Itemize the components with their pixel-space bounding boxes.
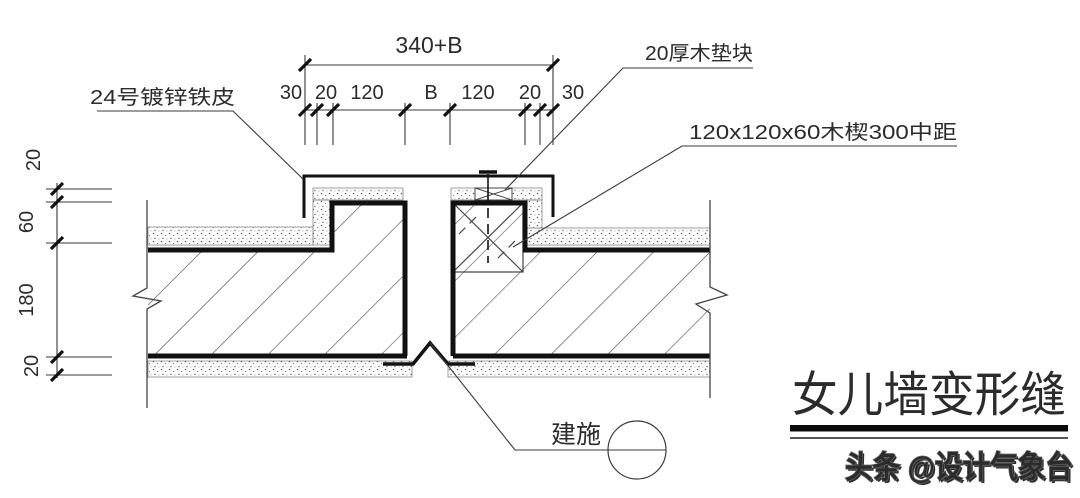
callout-galvanized-sheet: 24号镀锌铁皮 <box>90 86 304 180</box>
detail-reference-bubble: 建施 <box>429 342 667 480</box>
dim-seg-0: 30 <box>280 82 302 104</box>
screed-band-left <box>147 226 314 246</box>
wedge-dash-a <box>497 238 518 259</box>
plaster-band-bottom-right <box>447 360 711 378</box>
watermark: 头条 @设计气象台 <box>845 450 1073 485</box>
dim-left-2: 180 <box>16 283 38 316</box>
leader-detail-reference <box>429 342 666 451</box>
leader-galvanized-sheet <box>97 110 304 180</box>
break-line-left <box>131 200 163 408</box>
outline-left-wall <box>148 200 408 356</box>
wedge-cross-b <box>452 202 524 273</box>
detail-bubble-circle <box>607 420 667 480</box>
title-rule-thin <box>790 437 1068 439</box>
screed-patch-right-a <box>450 187 476 201</box>
roof-slab-left <box>148 203 405 356</box>
concrete-section-hatch <box>148 203 710 356</box>
concrete-outlines <box>148 200 710 359</box>
callout-wood-wedge: 120x120x60木楔300中距 <box>512 121 957 248</box>
dim-seg-6: 30 <box>562 82 584 104</box>
callout-wood-wedge-label: 120x120x60木楔300中距 <box>689 121 957 144</box>
dim-left-3: 20 <box>21 355 43 377</box>
screed-band-right <box>524 227 711 246</box>
screed-layers <box>147 187 711 378</box>
title-rule-thick <box>790 425 1068 432</box>
screed-cap-left <box>312 187 404 201</box>
callout-wood-block-label: 20厚木垫块 <box>645 42 753 65</box>
top-dimension-chain: 340+B 30 20 120 B 120 20 30 <box>280 32 584 145</box>
galvanized-sheet-line <box>302 174 555 218</box>
screed-patch-right-b <box>511 187 543 201</box>
dim-total-label: 340+B <box>395 32 462 58</box>
wedge-dash-b <box>458 214 479 235</box>
leader-wood-wedge <box>512 145 957 248</box>
leader-wood-block <box>504 67 753 191</box>
outline-right-wall <box>450 200 710 356</box>
title-block: 女儿墙变形缝 头条 @设计气象台 头条 @设计气象台 <box>790 369 1075 487</box>
dim-left-1: 60 <box>16 211 38 233</box>
dim-seg-1: 20 <box>315 82 337 104</box>
break-line-right <box>694 200 729 398</box>
callout-galvanized-sheet-label: 24号镀锌铁皮 <box>90 86 235 109</box>
drawing-title: 女儿墙变形缝 <box>792 369 1066 422</box>
dim-ticks-top <box>297 57 561 118</box>
dim-seg-2: 120 <box>350 82 383 104</box>
screed-riser-left <box>312 199 333 246</box>
callout-wood-block: 20厚木垫块 <box>504 42 753 191</box>
screed-riser-right <box>524 199 543 229</box>
watermark-shadow: 头条 @设计气象台 <box>847 452 1075 487</box>
dim-ticks-left <box>49 181 65 383</box>
dim-seg-4: 120 <box>461 82 494 104</box>
dim-left-0: 20 <box>23 149 45 171</box>
plaster-band-bottom-left <box>147 360 413 378</box>
roof-slab-right <box>453 203 710 356</box>
left-dimension-chain: 20 60 180 20 <box>16 149 112 383</box>
dim-seg-3: B <box>424 82 437 104</box>
block-bowtie-b <box>474 187 513 201</box>
dim-seg-5: 20 <box>519 82 541 104</box>
detail-reference-label: 建施 <box>551 421 601 449</box>
wood-block <box>474 187 513 201</box>
